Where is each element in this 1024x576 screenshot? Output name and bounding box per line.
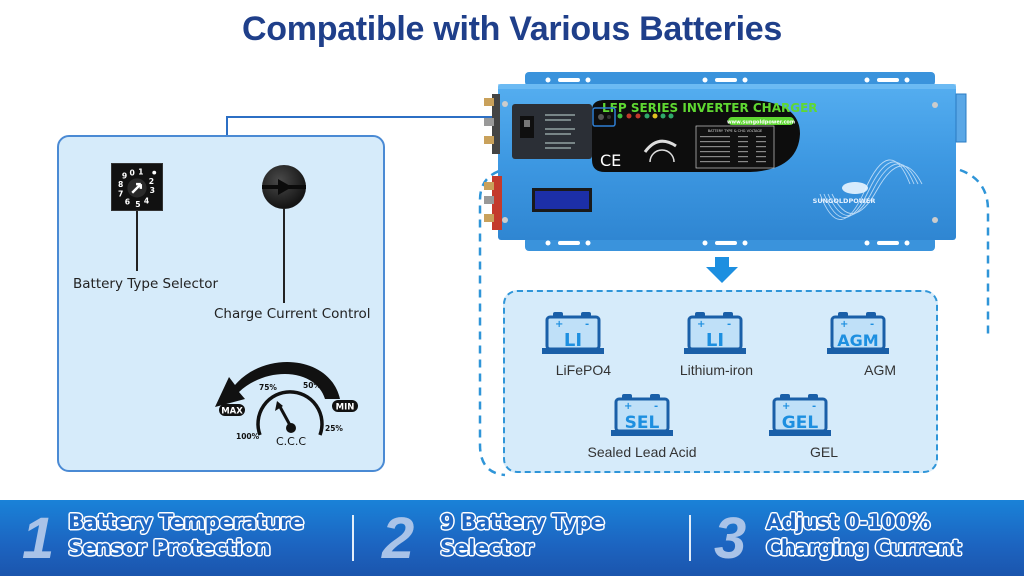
inverter-website: www.sungoldpower.com [727, 120, 795, 126]
battery-item-gel: + - GEL GEL [762, 392, 838, 461]
switch-digit: 2 [149, 177, 154, 186]
battery-badge: SEL [625, 413, 660, 433]
feature-line-2: Sensor Protection [68, 536, 271, 560]
feature-number: 1 [22, 506, 55, 571]
curved-arrow-icon [215, 361, 340, 407]
switch-digit: 6 [125, 197, 130, 206]
down-arrow-icon [706, 257, 738, 283]
battery-item-lifepo4: + - LI LiFePO4 [535, 310, 611, 379]
charge-current-knob[interactable] [262, 165, 306, 209]
switch-digit: 5 [135, 200, 140, 209]
dial-max-label: MAX [221, 407, 243, 417]
switch-digit: 9 [122, 171, 127, 180]
dial-center-label: C.C.C [276, 435, 306, 448]
battery-icon: + - LI [542, 312, 604, 354]
feature-line-1: Battery Temperature [68, 510, 304, 534]
svg-text:+: + [624, 401, 632, 412]
leader-line [283, 209, 285, 303]
battery-badge: LI [706, 330, 724, 351]
feature-divider [352, 515, 354, 561]
feature-item-3: 3 Adjust 0-100% Charging Current [712, 500, 1012, 576]
battery-icon: + - AGM [827, 312, 889, 354]
svg-text:-: - [654, 401, 658, 412]
battery-badge: GEL [782, 413, 819, 433]
svg-text:-: - [812, 401, 816, 412]
dial-tick-label: 75% [259, 383, 277, 392]
feature-line-2: Selector [440, 536, 534, 560]
svg-text:-: - [585, 319, 589, 330]
feature-line-1: 9 Battery Type [440, 510, 605, 534]
battery-item-lithium-iron: + - LI Lithium-iron [677, 310, 753, 379]
feature-line-2: Charging Current [766, 536, 962, 560]
battery-name: Sealed Lead Acid [587, 444, 697, 460]
battery-type-rotary-switch[interactable]: 0 1 2 3 4 5 6 7 8 9 [111, 163, 163, 211]
inverter-panel-title: LFP SERIES INVERTER CHARGER [602, 101, 818, 115]
battery-icon: + - LI [684, 312, 746, 354]
switch-digit: 7 [118, 190, 123, 199]
battery-item-sealed-lead-acid: + - SEL Sealed Lead Acid [588, 392, 696, 461]
svg-text:+: + [697, 319, 705, 330]
svg-text:+: + [782, 401, 790, 412]
charge-current-dial: MAX MIN 100% 75% 50% 25% C.C.C [215, 361, 358, 448]
dial-tick-label: 25% [325, 424, 343, 433]
switch-digit: 8 [118, 180, 123, 189]
feature-text: Adjust 0-100% Charging Current [766, 509, 962, 561]
svg-text:+: + [840, 319, 848, 330]
switch-digit: 4 [144, 196, 149, 205]
dial-tick-label: 50% [303, 381, 321, 390]
svg-text:-: - [870, 319, 874, 330]
battery-name: AGM [864, 362, 896, 378]
leader-line [136, 211, 138, 271]
inverter-charger-device: LFP SERIES INVERTER CHARGER www.sungoldp… [484, 72, 967, 251]
feature-number: 3 [714, 506, 747, 571]
battery-name: Lithium-iron [679, 362, 753, 378]
switch-digit: 3 [150, 186, 155, 195]
battery-badge: AGM [837, 331, 878, 350]
feature-text: Battery Temperature Sensor Protection [68, 509, 304, 561]
switch-digit: 0 [130, 169, 135, 178]
battery-icon: + - SEL [611, 394, 673, 436]
connector-line-vertical [226, 116, 228, 136]
feature-number: 2 [382, 506, 415, 571]
features-banner [0, 500, 1024, 576]
rotary-switch-icon: 0 1 2 3 4 5 6 7 8 9 [118, 168, 157, 209]
charge-current-control-label: Charge Current Control [214, 306, 371, 322]
feature-divider [689, 515, 691, 561]
battery-icon: + - GEL [769, 394, 831, 436]
spec-table-title: BATTERY TYPE & CHG VOLTAGE [708, 129, 763, 133]
battery-name: GEL [809, 444, 838, 460]
dial-tick-label: 100% [236, 432, 260, 441]
dial-min-label: MIN [336, 403, 355, 413]
svg-text:+: + [555, 319, 563, 330]
brand-logo-text: SUNGOLDPOWER [813, 197, 876, 205]
dial-needle [277, 404, 293, 428]
page-title: Compatible with Various Batteries [242, 10, 782, 48]
switch-digit: 1 [138, 168, 143, 177]
feature-line-1: Adjust 0-100% [766, 510, 930, 534]
feature-item-2: 2 9 Battery Type Selector [380, 500, 680, 576]
battery-badge: LI [564, 330, 582, 351]
feature-item-1: 1 Battery Temperature Sensor Protection [0, 500, 350, 576]
battery-type-selector-label: Battery Type Selector [73, 276, 219, 292]
svg-text:-: - [727, 319, 731, 330]
battery-item-agm: + - AGM AGM [820, 310, 896, 379]
battery-name: LiFePO4 [555, 362, 611, 378]
knob-arrow-icon [262, 179, 306, 195]
feature-text: 9 Battery Type Selector [440, 509, 605, 561]
connector-line-horizontal [226, 116, 596, 118]
ce-mark: CE [600, 151, 621, 170]
